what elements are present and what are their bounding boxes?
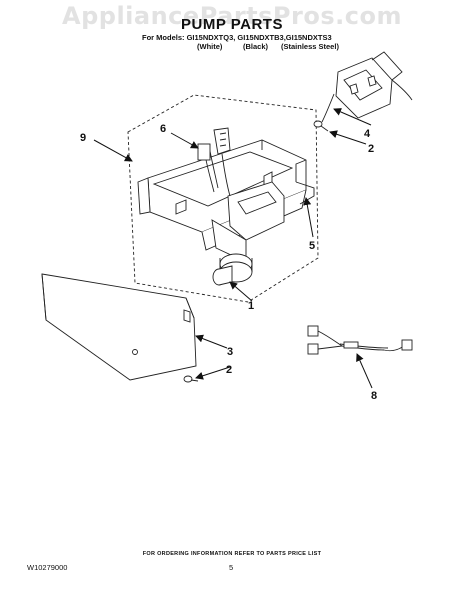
callout-labels: 9 6 4 2 5 1 3 2 8 bbox=[80, 123, 377, 402]
callout-1: 1 bbox=[248, 300, 254, 312]
pump-outlet bbox=[212, 265, 233, 286]
model-colors: (White) (Black) (Stainless Steel) bbox=[197, 42, 339, 51]
color-black: (Black) bbox=[243, 42, 269, 51]
model-numbers: For Models: GI15NDXTQ3, GI15NDXTB3,GI15N… bbox=[142, 33, 332, 42]
leader-lines bbox=[93, 108, 373, 389]
callout-4: 4 bbox=[364, 128, 371, 140]
ordering-info-note: FOR ORDERING INFORMATION REFER TO PARTS … bbox=[142, 551, 322, 557]
page-title: PUMP PARTS bbox=[181, 16, 283, 33]
mounting-bracket bbox=[321, 51, 413, 123]
callout-2-lower: 2 bbox=[226, 364, 232, 376]
page-number: 5 bbox=[229, 563, 234, 572]
wire-harness bbox=[307, 325, 413, 355]
callout-9: 9 bbox=[80, 132, 86, 144]
pump-assembly-outline bbox=[127, 94, 319, 303]
screw-lower bbox=[183, 375, 199, 383]
callout-5: 5 bbox=[309, 240, 315, 252]
pump-wire-harness bbox=[197, 127, 231, 197]
cover-panel bbox=[41, 273, 197, 381]
document-number: W10279000 bbox=[27, 563, 68, 572]
callout-6: 6 bbox=[160, 123, 166, 135]
screw-upper bbox=[313, 120, 329, 132]
color-stainless: (Stainless Steel) bbox=[281, 42, 339, 51]
callout-3: 3 bbox=[227, 346, 233, 358]
callout-2-upper: 2 bbox=[368, 143, 374, 155]
callout-8: 8 bbox=[371, 390, 377, 402]
color-white: (White) bbox=[197, 42, 223, 51]
watermark: AppliancePartsPros.com bbox=[62, 2, 402, 30]
